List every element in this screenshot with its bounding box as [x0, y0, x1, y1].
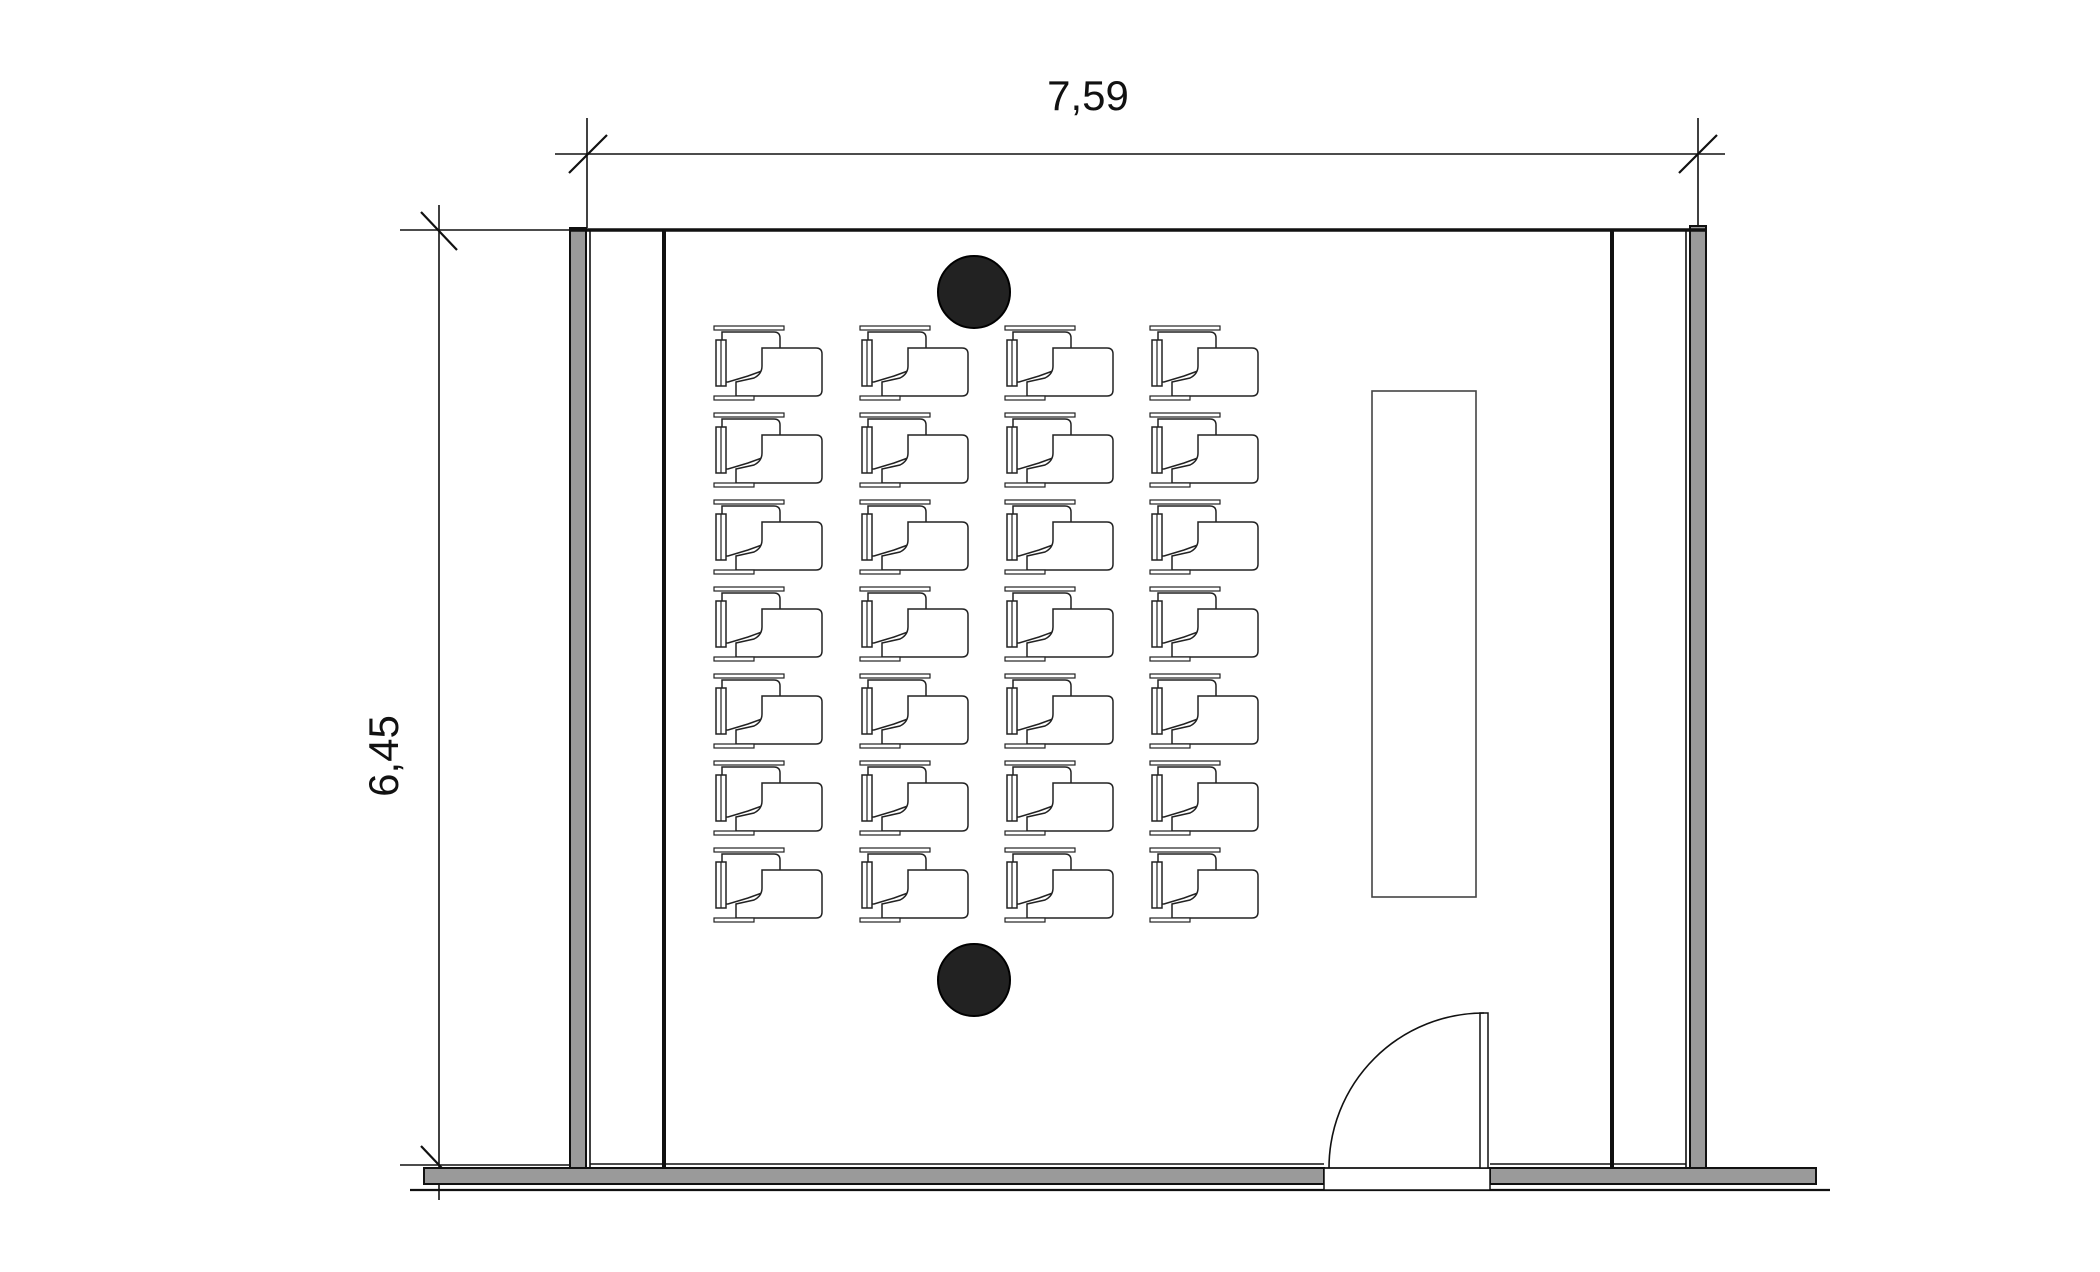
chair [713, 586, 823, 662]
chair [859, 847, 969, 923]
chair [1149, 499, 1259, 575]
chair [1004, 325, 1114, 401]
chair [859, 673, 969, 749]
chair [1004, 412, 1114, 488]
height-tick-top [420, 211, 458, 251]
chair [1149, 673, 1259, 749]
width-dimension-label: 7,59 [1047, 72, 1129, 119]
door-leaf [1479, 1012, 1489, 1169]
chair [1004, 847, 1114, 923]
chair [1004, 499, 1114, 575]
chair [713, 673, 823, 749]
right-outer-wall [1689, 225, 1707, 1171]
chair [859, 412, 969, 488]
chair [1149, 586, 1259, 662]
bottom-wall-right [1489, 1167, 1817, 1185]
chair [859, 760, 969, 836]
chair [1149, 412, 1259, 488]
teacher-table [1371, 390, 1477, 898]
chair [1004, 586, 1114, 662]
chair [713, 325, 823, 401]
door-opening [1323, 1167, 1491, 1191]
chair [1149, 325, 1259, 401]
left-outer-wall [569, 227, 587, 1171]
chair [1149, 760, 1259, 836]
door [1323, 1012, 1491, 1191]
height-dimension: 6,45 [360, 205, 570, 1200]
width-tick-left [568, 134, 608, 174]
walls [410, 225, 1830, 1192]
bottom-wall-left [423, 1167, 1325, 1185]
chair [713, 847, 823, 923]
width-tick-right [1678, 134, 1718, 174]
door-swing-arc [1328, 1012, 1485, 1169]
pillar-bottom [937, 943, 1011, 1017]
chair [859, 586, 969, 662]
chair [1149, 847, 1259, 923]
chair [1004, 760, 1114, 836]
chair [713, 760, 823, 836]
chair [713, 412, 823, 488]
chair [1004, 673, 1114, 749]
pillar-top [937, 255, 1011, 329]
width-dimension: 7,59 [555, 72, 1725, 228]
chair [859, 325, 969, 401]
chair-grid [713, 325, 1259, 923]
chair [713, 499, 823, 575]
height-dimension-label: 6,45 [360, 715, 407, 797]
chair [859, 499, 969, 575]
